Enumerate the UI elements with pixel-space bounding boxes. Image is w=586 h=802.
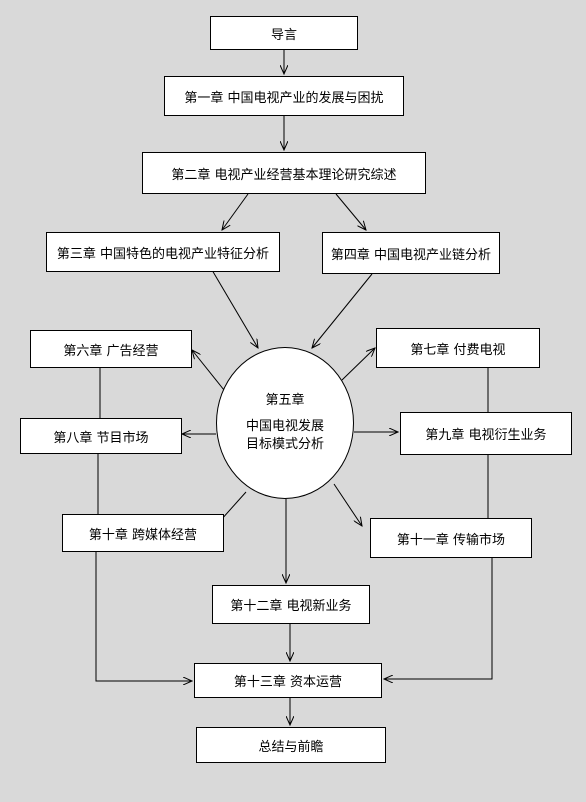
arrow-ch2-ch3 [222, 193, 249, 230]
arrow-ch5-ch7 [341, 348, 375, 381]
node-chapter-12: 第十二章 电视新业务 [212, 585, 370, 624]
node-chapter-6: 第六章 广告经营 [30, 330, 192, 368]
node-intro: 导言 [210, 16, 358, 50]
chapter-5-title: 第五章 [265, 393, 305, 408]
node-chapter-1: 第一章 中国电视产业的发展与困扰 [164, 76, 404, 116]
node-chapter-8: 第八章 节目市场 [20, 418, 182, 454]
node-chapter-13: 第十三章 资本运营 [194, 663, 382, 698]
node-conclusion: 总结与前瞻 [196, 727, 386, 763]
node-chapter-3: 第三章 中国特色的电视产业特征分析 [46, 232, 280, 272]
node-chapter-4: 第四章 中国电视产业链分析 [322, 232, 500, 274]
node-chapter-10: 第十章 跨媒体经营 [62, 514, 224, 552]
node-chapter-11: 第十一章 传输市场 [370, 518, 532, 558]
arrow-ch3-ch5 [211, 269, 258, 348]
arrow-ch5-ch6 [192, 350, 225, 391]
arrow-ch5-ch11 [333, 483, 362, 526]
chapter-5-line-1: 中国电视发展 [245, 419, 324, 434]
node-chapter-7: 第七章 付费电视 [376, 328, 540, 368]
node-chapter-2: 第二章 电视产业经营基本理论研究综述 [142, 152, 426, 194]
node-chapter-9: 第九章 电视衍生业务 [400, 412, 572, 455]
chapter-5-line-2: 目标模式分析 [245, 437, 324, 452]
arrow-ch4-ch5 [312, 273, 373, 348]
arrow-ch11-ch13 [384, 558, 493, 679]
arrow-ch10-ch13 [95, 552, 192, 681]
node-chapter-5: 第五章 中国电视发展 目标模式分析 [216, 347, 354, 499]
arrow-ch2-ch4 [335, 193, 366, 230]
